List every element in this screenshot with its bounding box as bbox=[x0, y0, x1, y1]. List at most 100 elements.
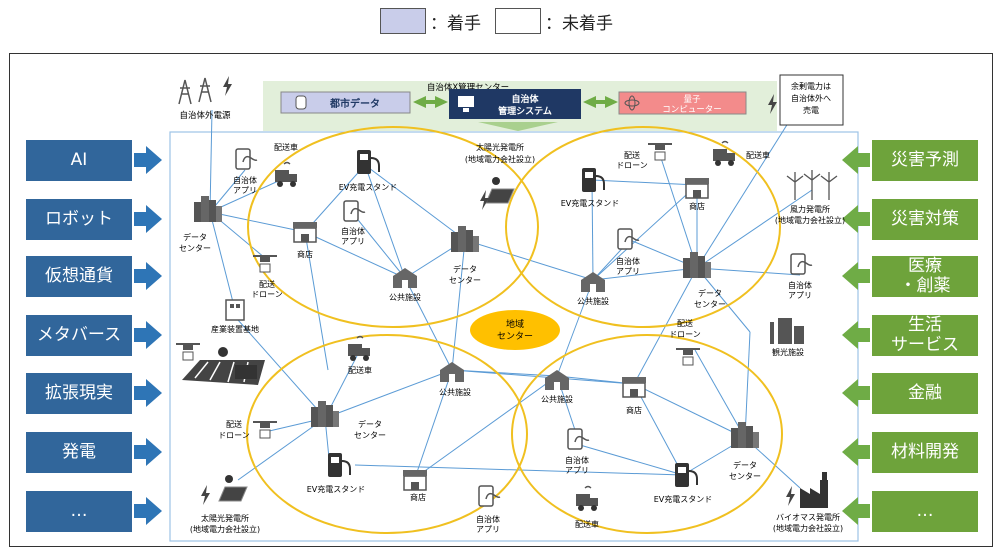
quantum-line1: 量子 bbox=[683, 95, 701, 105]
mgmt-center-title: 自治体X管理センター bbox=[427, 82, 509, 93]
public-facility-icon bbox=[393, 268, 417, 288]
city-data-label: 都市データ bbox=[329, 97, 380, 110]
bolt-icon bbox=[786, 486, 795, 506]
legend-label-not-started: ：未着手 bbox=[545, 13, 613, 34]
industry-label: 産業装置基地 bbox=[211, 324, 259, 334]
drone-label-l1: 配送 bbox=[624, 150, 640, 160]
dc-label-l2: センター bbox=[179, 244, 211, 253]
tourism-label: 観光施設 bbox=[772, 347, 804, 357]
drone-label-l2: ドローン bbox=[669, 330, 701, 339]
drone-label-l2: ドローン bbox=[218, 431, 250, 440]
drone-icon bbox=[647, 143, 673, 161]
truck-label: 配送車 bbox=[575, 519, 599, 529]
ext-power-label: 自治体外電源 bbox=[179, 110, 231, 121]
ev-label: EV充電スタンド bbox=[307, 484, 366, 494]
app-icon bbox=[617, 228, 640, 250]
database-icon bbox=[295, 95, 307, 110]
truck-label: 配送車 bbox=[746, 150, 770, 160]
data-center-icon bbox=[311, 401, 339, 427]
delivery-truck-icon bbox=[575, 485, 599, 512]
city-data-box bbox=[280, 91, 411, 114]
right-category-medical: 医療 ・創薬 bbox=[872, 256, 978, 297]
ev-charger-icon bbox=[356, 149, 380, 175]
left-category-ar: 拡張現実 bbox=[26, 373, 132, 414]
delivery-truck-icon bbox=[712, 140, 736, 167]
drone-icon bbox=[175, 343, 201, 361]
left-category-metaverse: メタバース bbox=[26, 315, 132, 356]
double-arrow-left bbox=[413, 96, 448, 108]
ev-charger-icon bbox=[674, 462, 698, 488]
drone-icon bbox=[675, 348, 701, 366]
app-label-l2: アプリ bbox=[341, 237, 365, 246]
right-category-finance: 金融 bbox=[872, 373, 978, 414]
public-facility-icon bbox=[581, 272, 605, 292]
wind-label: 風力発電所 bbox=[790, 204, 830, 214]
atom-icon bbox=[624, 95, 640, 111]
surplus-line1: 余剰電力は bbox=[791, 81, 831, 91]
bolt-icon bbox=[223, 76, 232, 96]
wind-turbine-icon bbox=[786, 170, 838, 200]
farm-field-icon bbox=[182, 347, 265, 385]
ev-label: EV充電スタンド bbox=[339, 182, 398, 192]
public-facility-icon bbox=[440, 362, 464, 382]
solar-sub-label: (地域電力会社設立) bbox=[465, 154, 535, 164]
data-center-icon bbox=[731, 422, 759, 448]
zone-ellipses bbox=[246, 126, 783, 534]
app-label-l1: 自治体 bbox=[616, 256, 640, 266]
dc-label-l2: センター bbox=[694, 300, 726, 309]
surplus-line2: 自治体外へ bbox=[791, 93, 831, 103]
app-label-l2: アプリ bbox=[788, 291, 812, 300]
right-category-more: … bbox=[872, 491, 978, 532]
computer-icon bbox=[458, 96, 474, 112]
left-category-robot: ロボット bbox=[26, 199, 132, 240]
app-icon bbox=[235, 148, 258, 170]
app-label-l1: 自治体 bbox=[233, 175, 257, 185]
dc-label-l1: データ bbox=[358, 419, 382, 429]
left-category-power: 発電 bbox=[26, 432, 132, 473]
regional-center-line2: センター bbox=[497, 331, 533, 342]
left-arrows bbox=[134, 146, 162, 525]
right-category-materials: 材料開発 bbox=[872, 432, 978, 473]
truck-label: 配送車 bbox=[274, 142, 298, 152]
drone-label-l1: 配送 bbox=[677, 318, 693, 328]
app-icon bbox=[478, 485, 501, 507]
solar-label: 太陽光発電所 bbox=[476, 142, 524, 152]
public-label: 公共施設 bbox=[439, 387, 471, 397]
right-category-disaster-response: 災害対策 bbox=[872, 199, 978, 240]
power-tower-icon bbox=[178, 79, 192, 105]
shop-icon bbox=[292, 221, 318, 243]
power-tower-icon bbox=[198, 77, 212, 103]
industry-icon bbox=[225, 299, 245, 321]
connection-lines bbox=[209, 109, 813, 489]
dc-label-l2: センター bbox=[449, 276, 481, 285]
wind-sub-label: (地域電力会社設立) bbox=[775, 215, 845, 225]
public-label: 公共施設 bbox=[577, 296, 609, 306]
quantum-box bbox=[618, 91, 747, 115]
dc-label-l1: データ bbox=[453, 264, 477, 274]
right-category-life-service: 生活 サービス bbox=[872, 315, 978, 356]
shop-label: 商店 bbox=[410, 492, 426, 502]
legend: ：着手 ：未着手 bbox=[380, 6, 627, 36]
ev-label: EV充電スタンド bbox=[561, 198, 620, 208]
left-category-ai: AI bbox=[26, 140, 132, 181]
drone-icon bbox=[252, 255, 278, 273]
app-label-l1: 自治体 bbox=[341, 226, 365, 236]
app-label-l1: 自治体 bbox=[565, 455, 589, 465]
biomass-label: バイオマス発電所 bbox=[776, 512, 840, 522]
shop-icon bbox=[621, 376, 647, 398]
mgmt-system-line2: 管理システム bbox=[498, 105, 552, 117]
data-center-icon bbox=[683, 252, 711, 278]
legend-swatch-started bbox=[380, 8, 426, 34]
solar-panel-icon bbox=[485, 176, 515, 204]
shop-label: 商店 bbox=[626, 405, 642, 415]
mgmt-down-arrow bbox=[478, 122, 558, 131]
dc-label-l2: センター bbox=[354, 431, 386, 440]
data-center-icon bbox=[451, 226, 479, 252]
regional-center-line1: 地域 bbox=[506, 318, 524, 330]
bolt-icon bbox=[480, 190, 489, 210]
surplus-box bbox=[779, 74, 844, 126]
ev-label: EV充電スタンド bbox=[654, 494, 713, 504]
right-arrows bbox=[842, 146, 870, 525]
drone-label-l2: ドローン bbox=[251, 290, 283, 299]
